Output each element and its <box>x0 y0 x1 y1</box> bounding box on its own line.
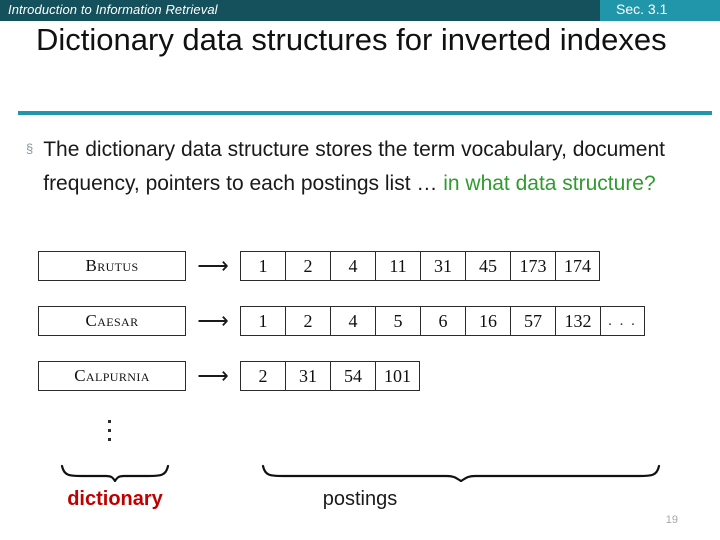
posting-cell: 5 <box>375 306 420 336</box>
postings-label: postings <box>322 488 398 510</box>
posting-cell: 2 <box>285 251 330 281</box>
posting-cell: 31 <box>285 361 330 391</box>
page-title: Dictionary data structures for inverted … <box>36 22 667 57</box>
index-row: Caesar ⟶ 1 2 4 5 6 16 57 132 . . . <box>38 305 645 337</box>
arrow-right-icon: ⟶ <box>197 308 229 333</box>
vertical-ellipsis-icon <box>108 420 111 441</box>
arrow-right-icon: ⟶ <box>197 363 229 388</box>
section-badge-label: Sec. 3.1 <box>616 1 668 17</box>
index-row: Calpurnia ⟶ 2 31 54 101 <box>38 360 420 392</box>
posting-cell: 1 <box>240 306 285 336</box>
posting-cell: 4 <box>330 251 375 281</box>
posting-cell: 4 <box>330 306 375 336</box>
index-row: Brutus ⟶ 1 2 4 11 31 45 173 174 <box>38 250 600 282</box>
term-box: Calpurnia <box>38 361 186 391</box>
posting-cell: 57 <box>510 306 555 336</box>
postings-brace-icon <box>261 464 661 482</box>
bullet-text-plain: The dictionary data structure stores the… <box>43 138 665 195</box>
term-box: Brutus <box>38 251 186 281</box>
bullet-text-highlight: in what data structure? <box>443 171 656 195</box>
posting-cell-ellipsis: . . . <box>600 306 645 336</box>
course-title: Introduction to Information Retrieval <box>8 2 218 17</box>
posting-cell: 2 <box>285 306 330 336</box>
posting-cell: 11 <box>375 251 420 281</box>
header-bar: Introduction to Information Retrieval Se… <box>0 0 720 21</box>
posting-cell: 2 <box>240 361 285 391</box>
section-badge: Sec. 3.1 <box>600 0 720 21</box>
posting-cell: 16 <box>465 306 510 336</box>
bullet-marker-icon: § <box>26 141 34 156</box>
dictionary-brace-icon <box>60 464 170 482</box>
page-number: 19 <box>665 514 678 526</box>
term-box: Caesar <box>38 306 186 336</box>
posting-cell: 101 <box>375 361 420 391</box>
postings-list: 2 31 54 101 <box>240 361 420 391</box>
arrow-right-icon: ⟶ <box>197 253 229 278</box>
posting-cell: 31 <box>420 251 465 281</box>
inverted-index-diagram: Brutus ⟶ 1 2 4 11 31 45 173 174 Caesar ⟶… <box>0 240 720 540</box>
postings-list: 1 2 4 5 6 16 57 132 . . . <box>240 306 645 336</box>
bullet-text: The dictionary data structure stores the… <box>43 133 698 200</box>
bullet-item: § The dictionary data structure stores t… <box>26 133 698 200</box>
posting-cell: 174 <box>555 251 600 281</box>
title-divider <box>18 111 712 115</box>
posting-cell: 132 <box>555 306 600 336</box>
postings-list: 1 2 4 11 31 45 173 174 <box>240 251 600 281</box>
posting-cell: 6 <box>420 306 465 336</box>
posting-cell: 54 <box>330 361 375 391</box>
dictionary-label: dictionary <box>67 488 163 510</box>
posting-cell: 173 <box>510 251 555 281</box>
posting-cell: 1 <box>240 251 285 281</box>
posting-cell: 45 <box>465 251 510 281</box>
